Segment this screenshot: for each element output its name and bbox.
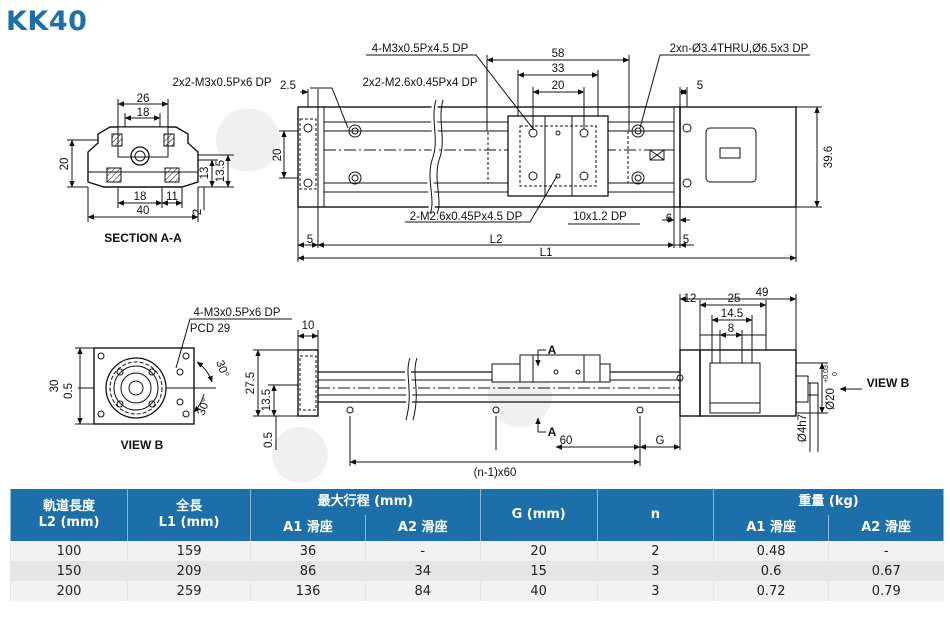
table-cell: 3 <box>596 561 714 581</box>
dim-0-5-side: 0.5 <box>263 432 275 448</box>
table-row: 100 159 36 - 20 2 0.48 - <box>9 541 944 561</box>
table-cell: 159 <box>127 541 251 561</box>
table-cell: 86 <box>250 561 366 581</box>
dim-2: 2 <box>192 209 204 215</box>
table-cell: 136 <box>250 581 366 601</box>
dim-13: 13 <box>199 167 211 180</box>
dim-30: 30 <box>49 380 61 393</box>
marker-a-top: A <box>548 343 557 357</box>
dim-l1: L1 <box>540 247 553 259</box>
dim-5-left: 5 <box>307 234 313 246</box>
top-view <box>279 54 822 262</box>
view-b-drawing <box>75 318 292 425</box>
dim-dia-20-tol-hi: +0.03 <box>823 365 830 383</box>
table-cell: - <box>364 541 481 561</box>
dim-20: 20 <box>59 158 71 171</box>
section-a-a-label: SECTION A-A <box>104 231 182 245</box>
header-n: n <box>596 489 715 541</box>
table-cell: 209 <box>127 561 251 581</box>
callout-pcd29: PCD 29 <box>190 323 230 335</box>
table-cell: 0.6 <box>713 561 829 581</box>
callout-2x2-m3: 2x2-M3x0.5Px6 DP <box>172 77 271 89</box>
dim-39-6: 39.6 <box>823 146 835 168</box>
marker-a-bottom: A <box>548 425 557 439</box>
header-weight: 重量 (kg) <box>713 489 944 515</box>
dim-20-side: 20 <box>272 149 284 162</box>
table-row: 150 209 86 34 15 3 0.6 0.67 <box>9 561 944 581</box>
dim-26: 26 <box>137 93 150 105</box>
dim-58: 58 <box>552 48 565 60</box>
table-cell: 0.72 <box>713 581 829 601</box>
callout-2-m26: 2-M2.6x0.45Px4.5 DP <box>410 211 523 223</box>
table-cell: 40 <box>479 581 598 601</box>
table-cell: 200 <box>9 581 128 601</box>
callout-4-m3-top: 4-M3x0.5Px4.5 DP <box>372 43 469 55</box>
header-weight-a1: A1 滑座 <box>713 515 830 541</box>
dim-2-5: 2.5 <box>280 80 296 92</box>
page-title: KK40 <box>6 6 88 37</box>
dim-25: 25 <box>728 293 741 305</box>
dim-n-minus-1-x60: (n-1)x60 <box>474 467 517 479</box>
callout-thru-holes: 2xn-Ø3.4THRU,Ø6.5x3 DP <box>670 43 809 55</box>
header-weight-a2: A2 滑座 <box>828 515 944 541</box>
dim-18-bottom: 18 <box>134 191 147 203</box>
dim-5-top: 5 <box>697 80 703 92</box>
dim-dia-4h7: Ø4h7 <box>797 414 809 442</box>
callout-2x2-m26: 2x2-M2.6x0.45Px4 DP <box>362 77 477 89</box>
table-cell: 84 <box>364 581 481 601</box>
table-cell: 15 <box>479 561 598 581</box>
dim-30-deg-upper: 30° <box>213 359 230 379</box>
header-stroke-a1: A1 滑座 <box>250 515 366 541</box>
table-cell: 0.48 <box>713 541 829 561</box>
dim-40: 40 <box>137 205 150 217</box>
dim-33: 33 <box>552 63 565 75</box>
dim-18: 18 <box>137 107 150 119</box>
table-cell: 34 <box>364 561 481 581</box>
dim-49: 49 <box>756 287 769 299</box>
dim-11: 11 <box>166 191 178 203</box>
section-a-a-view <box>67 99 234 222</box>
dim-6: 6 <box>666 213 672 225</box>
dim-27-5: 27.5 <box>245 372 257 394</box>
view-b-label: VIEW B <box>121 438 164 452</box>
table-cell: 150 <box>9 561 128 581</box>
technical-drawing: 26 18 20 13 13.5 18 11 2 40 SECTION A-A <box>49 43 910 483</box>
callout-4-m3-view-b: 4-M3x0.5Px6 DP <box>194 307 281 319</box>
table-row: 200 259 136 84 40 3 0.72 0.79 <box>9 581 944 601</box>
header-max-stroke: 最大行程 (mm) <box>250 489 481 515</box>
table-cell: 36 <box>250 541 366 561</box>
header-stroke-a2: A2 滑座 <box>364 515 481 541</box>
dim-12: 12 <box>684 293 697 305</box>
dim-dia-20: Ø20 <box>825 388 837 410</box>
table-cell: 20 <box>479 541 598 561</box>
dim-g: G <box>656 435 665 447</box>
dim-0-5: 0.5 <box>63 383 75 399</box>
view-b-arrow-label: VIEW B <box>867 376 910 390</box>
watermark-logo <box>216 108 552 483</box>
table-cell: 2 <box>596 541 714 561</box>
dim-13-5: 13.5 <box>215 160 227 182</box>
dim-60: 60 <box>560 435 573 447</box>
dim-20-top: 20 <box>552 80 565 92</box>
dim-l2: L2 <box>490 234 503 246</box>
table-cell: 100 <box>9 541 128 561</box>
dim-dia-20-tol-lo: 0 <box>832 372 839 376</box>
table-cell: 0.79 <box>828 581 944 601</box>
dim-13-5-side: 13.5 <box>261 389 273 411</box>
table-cell: 259 <box>127 581 251 601</box>
callout-10x1-2: 10x1.2 DP <box>573 211 627 223</box>
dim-10: 10 <box>302 320 315 332</box>
table-cell: 0.67 <box>828 561 944 581</box>
dim-8: 8 <box>728 323 734 335</box>
dim-14-5: 14.5 <box>721 308 743 320</box>
table-cell: - <box>828 541 944 561</box>
dim-5-right: 5 <box>683 234 689 246</box>
dim-30-deg-lower: 30° <box>196 397 213 417</box>
side-view <box>253 294 862 466</box>
header-g: G (mm) <box>479 489 598 541</box>
table-cell: 3 <box>596 581 714 601</box>
